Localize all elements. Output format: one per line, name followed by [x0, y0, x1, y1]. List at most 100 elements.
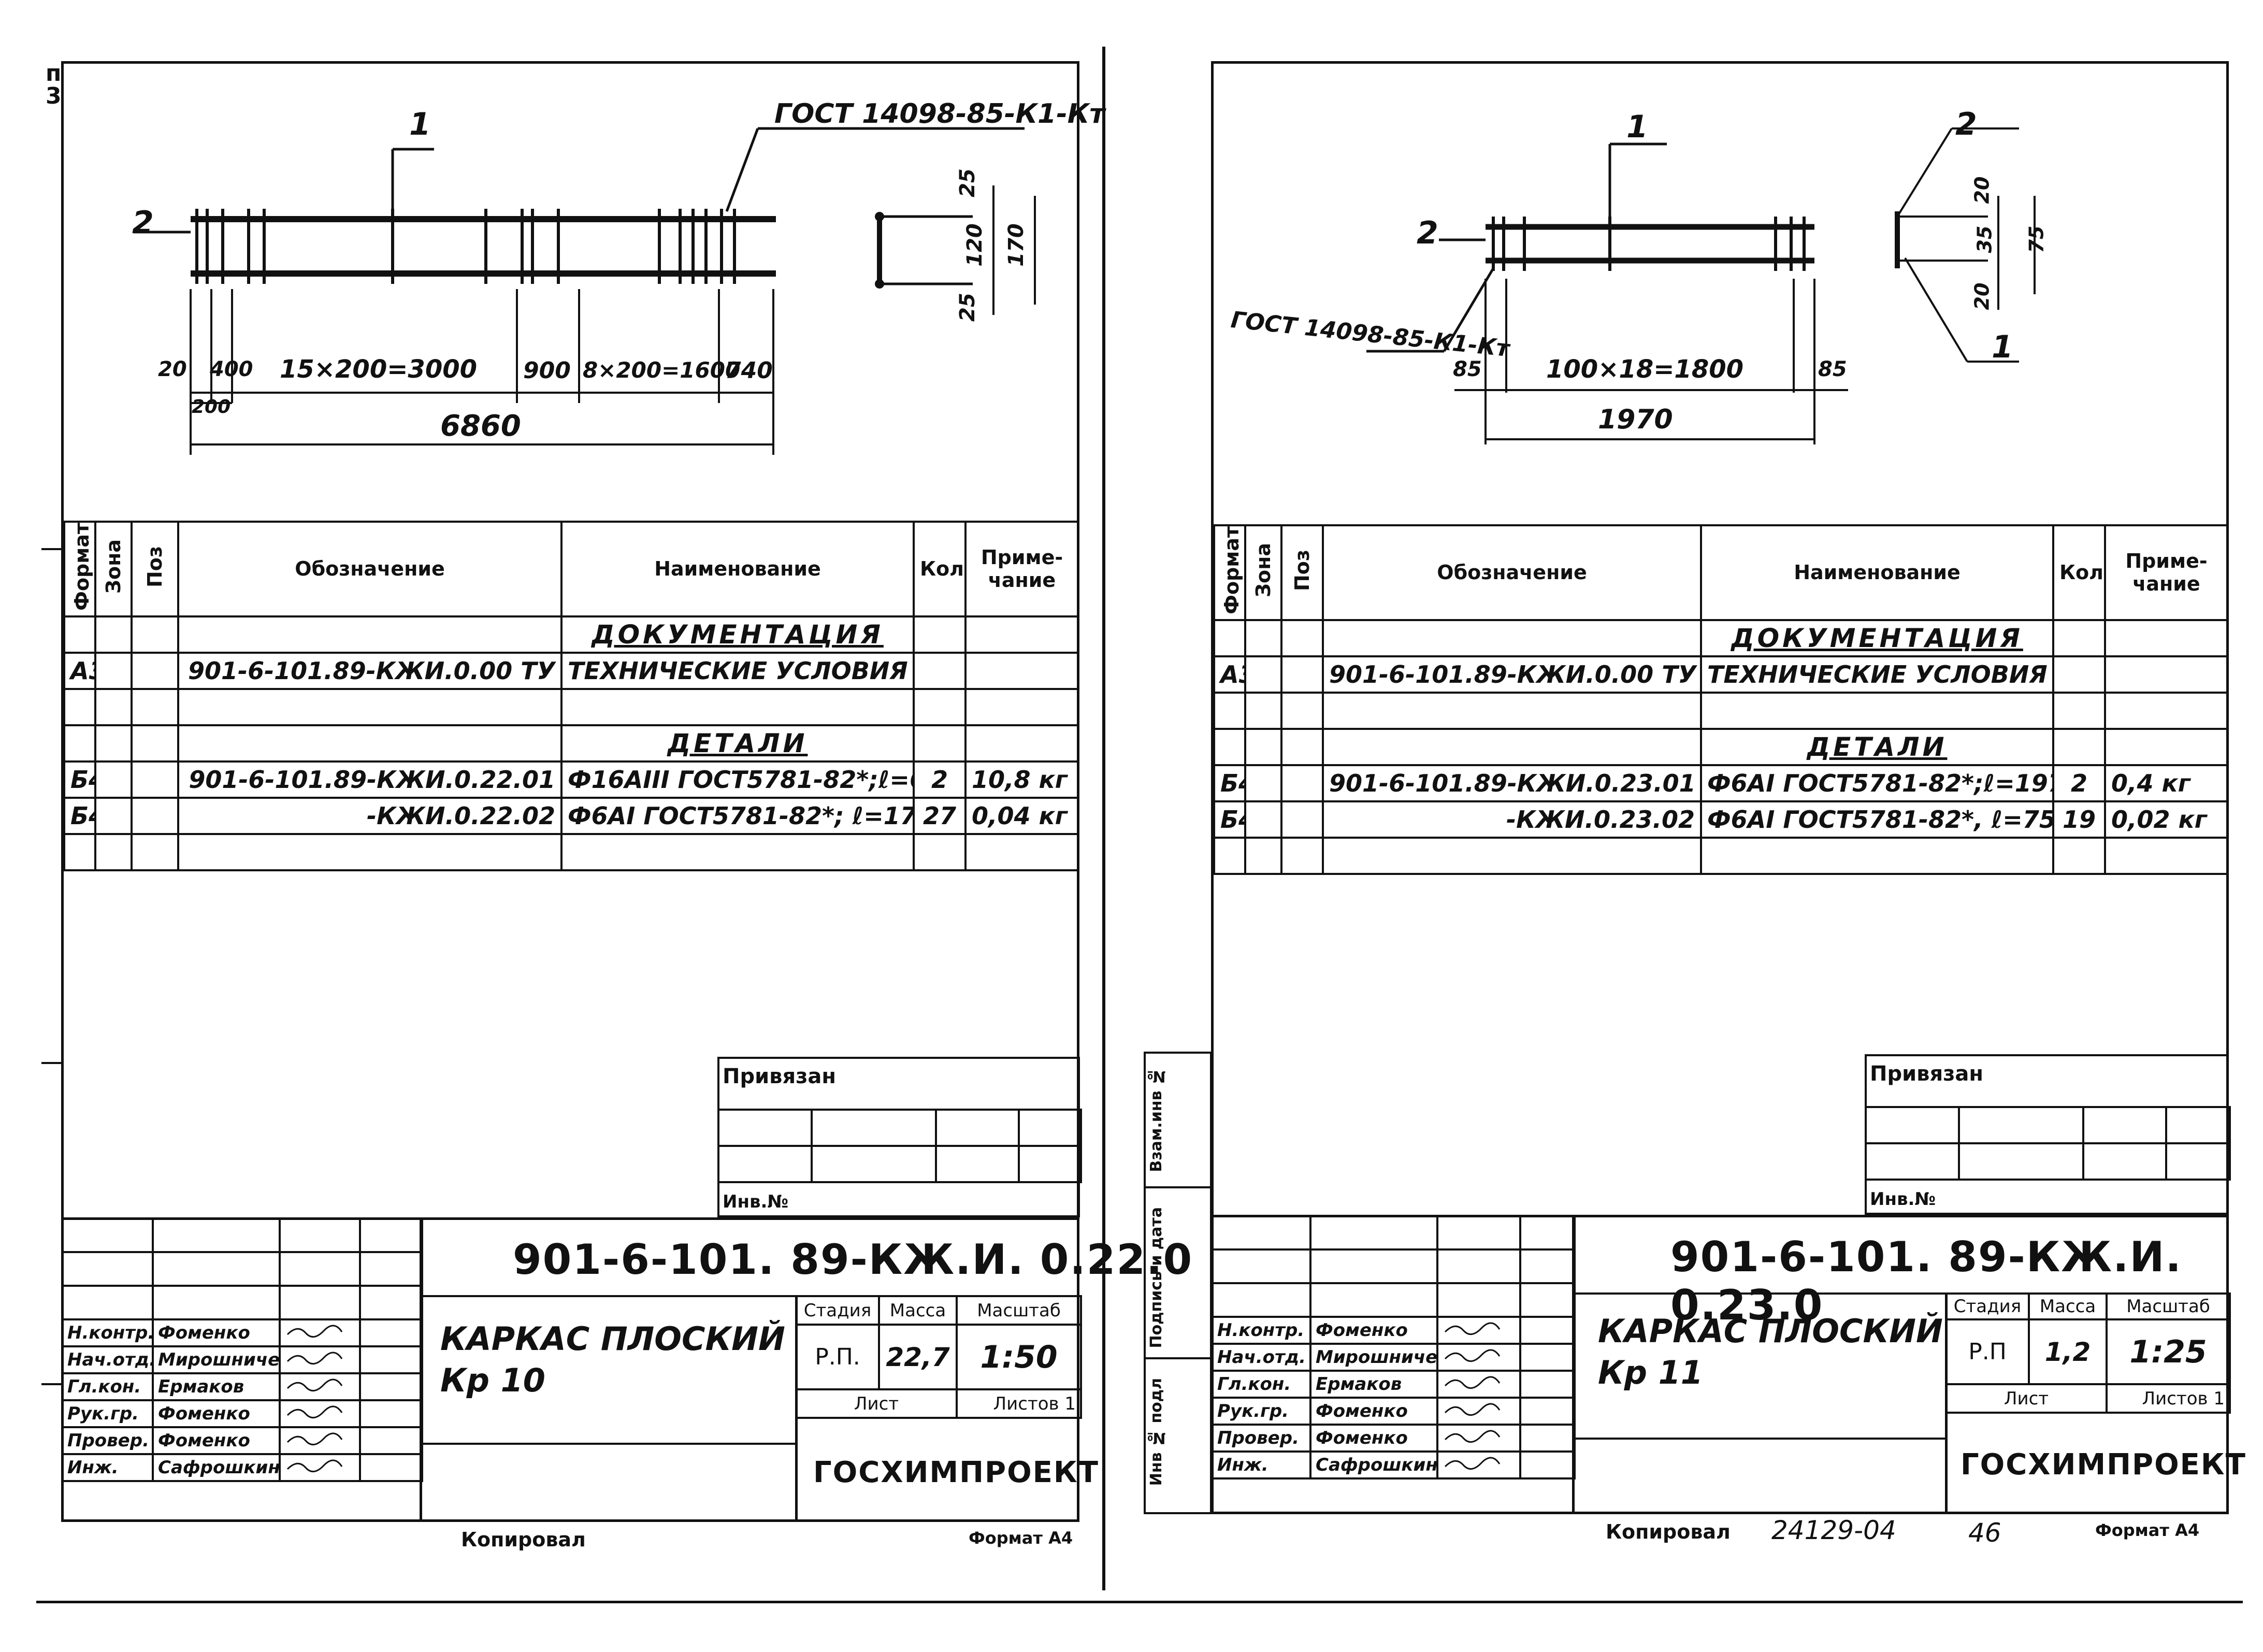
- signer-name: Фоменко: [152, 1318, 281, 1347]
- sheets-label: Листов 1: [956, 1388, 1082, 1419]
- spec-cell-name: Ф16АIII ГОСТ5781-82*;ℓ=6860: [560, 760, 915, 799]
- header-format: Формат: [63, 521, 96, 617]
- right-title: КАРКАС ПЛОСКИЙ Кр 11: [1598, 1312, 1943, 1391]
- left-dim-total: 6860: [440, 409, 521, 443]
- spec-row: [1213, 836, 2229, 875]
- signer-date: [359, 1426, 423, 1455]
- left-gost-mark: ГОСТ 14098-85-К1-Кт: [774, 98, 1105, 130]
- spec-cell-note: 10,8 кг: [964, 760, 1079, 799]
- spec-cell-designation: [1322, 727, 1702, 766]
- header-name: Наименование: [560, 521, 915, 617]
- signer-row: Рук.гр.Фоменко: [61, 1399, 423, 1428]
- signer-name: Мирошниченко: [1309, 1343, 1438, 1372]
- right-side-label-2: Подпись и дата: [1147, 1207, 1165, 1348]
- signer-name: Ермаков: [152, 1372, 281, 1401]
- spec-cell-format: Б4: [1213, 764, 1246, 802]
- signer-role: Гл.кон.: [61, 1372, 154, 1401]
- signer-date: [1519, 1450, 1576, 1479]
- right-dim-seg-1: 85: [1453, 357, 1482, 381]
- spec-cell-zone: [1244, 800, 1282, 839]
- spec-cell-format: [63, 615, 96, 654]
- spec-cell-format: [63, 687, 96, 726]
- spec-cell-qty: [2052, 619, 2106, 657]
- signer-date: [359, 1345, 423, 1374]
- stage-value: Р.П: [1945, 1318, 2030, 1385]
- spec-cell-zone: [94, 760, 133, 799]
- left-code-rule: [420, 1295, 1079, 1297]
- spec-cell-designation: [1322, 619, 1702, 657]
- spec-cell-format: Б4: [63, 760, 96, 799]
- right-section-dim-2: 35: [1973, 225, 1996, 253]
- signer-signature: [279, 1372, 361, 1401]
- spec-cell-format: [63, 724, 96, 763]
- spec-cell-name: ДЕТАЛИ: [560, 724, 915, 763]
- signer-row: Инж.Сафрошкин: [1211, 1450, 1576, 1479]
- spec-row: ДОКУМЕНТАЦИЯ: [63, 615, 1079, 654]
- left-section-dim-1: 25: [955, 168, 979, 197]
- signer-date: [1519, 1424, 1576, 1453]
- signer-name: Фоменко: [1309, 1316, 1438, 1345]
- signer-name: Фоменко: [1309, 1397, 1438, 1426]
- spec-cell-name: ТЕХНИЧЕСКИЕ УСЛОВИЯ: [1700, 655, 2054, 694]
- spec-cell-name: Ф6АI ГОСТ5781-82*, ℓ=75: [1700, 800, 2054, 839]
- signer-signature: [1436, 1424, 1521, 1453]
- signer-role: Инж.: [61, 1453, 154, 1482]
- spec-cell-zone: [1244, 655, 1282, 694]
- spec-cell-designation: -КЖИ.0.23.02: [1322, 800, 1702, 839]
- signer-signature: [279, 1453, 361, 1482]
- signer-name: Фоменко: [1309, 1424, 1438, 1453]
- signer-name: Сафрошкин: [1309, 1450, 1438, 1479]
- spec-cell-note: [2104, 836, 2229, 875]
- signer-name: Ермаков: [1309, 1370, 1438, 1399]
- spec-cell-format: А3: [1213, 655, 1246, 694]
- spec-cell-qty: [913, 724, 967, 763]
- spec-cell-note: [964, 615, 1079, 654]
- spec-cell-qty: [2052, 727, 2106, 766]
- left-callout-2: 2: [132, 205, 154, 241]
- left-spec-header-row: Формат Зона Поз Обозначение Наименование…: [63, 521, 1079, 617]
- right-doc-code: 901-6-101. 89-КЖ.И. 0.23.0: [1670, 1233, 2182, 1329]
- spec-cell-note: 0,02 кг: [2104, 800, 2229, 839]
- signer-date: [1519, 1343, 1576, 1372]
- spec-cell-pos: [131, 651, 179, 690]
- right-copied: Копировал: [1606, 1520, 1731, 1543]
- mass-label: Масса: [2028, 1292, 2108, 1320]
- signature-scribble: [286, 1459, 343, 1472]
- spec-cell-pos: [131, 615, 179, 654]
- spec-cell-designation: [177, 687, 563, 726]
- spec-cell-designation: [1322, 691, 1702, 730]
- right-section-dim-1: 20: [1970, 176, 1994, 204]
- spec-cell-name: ДЕТАЛИ: [1700, 727, 2054, 766]
- right-section-dim-3: 75: [2025, 225, 2048, 253]
- signer-signature: [1436, 1370, 1521, 1399]
- mass-value: 1,2: [2028, 1318, 2108, 1385]
- signer-role: Инж.: [1211, 1450, 1311, 1479]
- spec-cell-qty: [913, 615, 967, 654]
- signature-scribble: [286, 1405, 343, 1418]
- spec-cell-note: [2104, 655, 2229, 694]
- spec-cell-pos: [1280, 655, 1324, 694]
- spec-row: ДЕТАЛИ: [1213, 727, 2229, 766]
- right-side-strip: [1144, 1052, 1212, 1514]
- spec-row: ДОКУМЕНТАЦИЯ: [1213, 619, 2229, 657]
- signer-name: Фоменко: [152, 1399, 281, 1428]
- signature-scribble: [1444, 1430, 1501, 1443]
- signer-row: Провер.Фоменко: [61, 1426, 423, 1455]
- right-code-rule: [1572, 1292, 2229, 1295]
- left-frame-drawing: [134, 127, 1036, 455]
- left-privyazan-grid: [717, 1109, 1082, 1183]
- scale-label: Масштаб: [956, 1295, 1082, 1326]
- spec-cell-name: [560, 687, 915, 726]
- spec-row: ДЕТАЛИ: [63, 724, 1079, 763]
- left-title: КАРКАС ПЛОСКИЙ Кр 10: [440, 1320, 785, 1399]
- right-stage-grid: Стадия Масса Масштаб Р.П 1,2 1:25 Лист Л…: [1945, 1292, 2231, 1414]
- left-copied: Копировал: [461, 1528, 586, 1551]
- spec-cell-zone: [94, 651, 133, 690]
- right-callout-2: 2: [1417, 215, 1438, 251]
- signer-date: [1519, 1397, 1576, 1426]
- spec-cell-pos: [131, 760, 179, 799]
- signer-date: [359, 1318, 423, 1347]
